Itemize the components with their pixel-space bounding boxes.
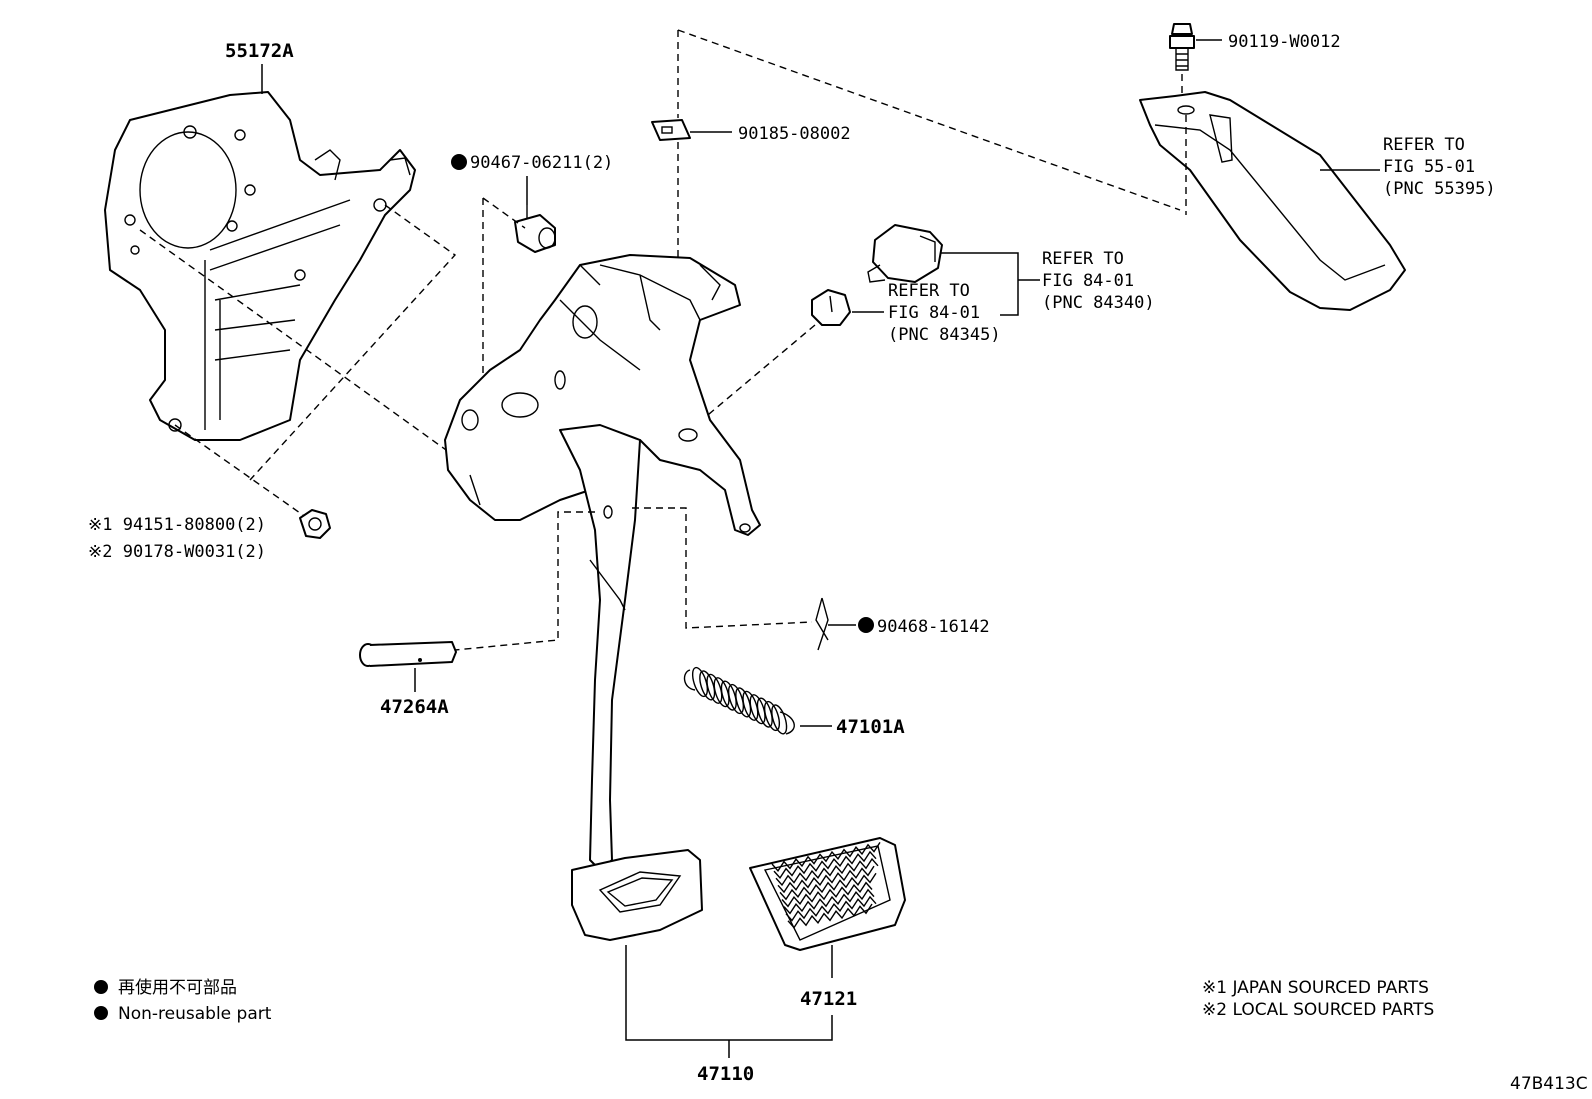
clip-top-drawing xyxy=(651,119,691,141)
label-bolt: 90119-W0012 xyxy=(1228,32,1341,52)
legend-bullet-icon-en xyxy=(94,1006,108,1020)
pedal-support-drawing xyxy=(444,254,761,536)
dash-top-cover xyxy=(677,29,1181,211)
label-pin: 47264A xyxy=(380,696,449,718)
pad-texture-line xyxy=(781,881,873,908)
pad-texture-line xyxy=(777,865,875,894)
pedal-cover-drawing xyxy=(1139,91,1406,311)
legend-bullet-icon-jp xyxy=(94,980,108,994)
label-55172a: 55172A xyxy=(225,40,294,62)
spring-coil xyxy=(713,677,730,708)
pad-texture-line xyxy=(779,872,877,901)
legend-japan-sourced: ※1 JAPAN SOURCED PARTS xyxy=(1202,978,1429,998)
spring-coil xyxy=(699,670,716,701)
pin-drawing xyxy=(359,641,457,667)
spring-coil xyxy=(749,694,766,725)
spring-coil xyxy=(720,680,737,711)
pad-texture-line xyxy=(787,903,873,929)
spring-coil xyxy=(742,690,759,721)
spring-coil xyxy=(727,683,745,715)
refer-55-line1: REFER TO xyxy=(1383,135,1465,155)
refer-84340-line2: FIG 84-01 xyxy=(1042,271,1134,291)
label-nut-2: ※2 90178-W0031(2) xyxy=(88,542,266,562)
refer-84340-line3: (PNC 84340) xyxy=(1042,293,1155,313)
label-pedal: 47110 xyxy=(697,1063,754,1085)
label-bushing: 90467-06211(2) xyxy=(470,153,613,173)
spring-drawing xyxy=(683,666,795,735)
pad-texture-line xyxy=(775,857,879,887)
label-nut-1: ※1 94151-80800(2) xyxy=(88,515,266,535)
legend-jp: 再使用不可部品 xyxy=(118,977,237,998)
dash-bracket-nut xyxy=(249,204,457,481)
bolt-drawing xyxy=(1169,23,1195,71)
pedal-pad-drawing xyxy=(749,837,906,951)
stopper-drawing xyxy=(811,289,851,326)
spring-coil xyxy=(735,687,752,718)
spring-coil xyxy=(756,697,773,728)
dash-pin xyxy=(454,511,595,651)
spring-coil xyxy=(771,704,788,735)
refer-55-line3: (PNC 55395) xyxy=(1383,179,1496,199)
label-clip-r: 90468-16142 xyxy=(877,617,990,637)
label-spring: 47101A xyxy=(836,716,905,738)
refer-55-line2: FIG 55-01 xyxy=(1383,157,1475,177)
bracket-55172a-drawing xyxy=(104,91,416,441)
legend-local-sourced: ※2 LOCAL SOURCED PARTS xyxy=(1202,1000,1434,1020)
refer-84345-line3: (PNC 84345) xyxy=(888,325,1001,345)
clip-r-drawing xyxy=(815,597,829,651)
switch-drawing xyxy=(867,224,943,283)
pedal-pad-arm-drawing xyxy=(571,849,703,941)
nut-drawing xyxy=(299,509,331,539)
spring-coil xyxy=(691,666,709,698)
label-clip-top: 90185-08002 xyxy=(738,124,851,144)
dash-bracket-nut2 xyxy=(174,424,311,521)
pad-texture-line xyxy=(785,895,877,922)
pad-texture-line xyxy=(773,850,877,880)
refer-84345-line2: FIG 84-01 xyxy=(888,303,980,323)
dash-clip-r xyxy=(632,507,813,629)
pad-texture-line xyxy=(771,842,881,872)
legend-en: Non-reusable part xyxy=(118,1004,272,1024)
clip-r-bullet-icon xyxy=(858,617,874,633)
dash-stopper xyxy=(689,324,816,431)
spring-coil xyxy=(706,673,723,704)
bushing-drawing xyxy=(514,205,556,253)
refer-84340-line1: REFER TO xyxy=(1042,249,1124,269)
dash-bracket-arm xyxy=(139,229,461,461)
bushing-bullet-icon xyxy=(451,154,467,170)
pad-texture-line xyxy=(783,888,875,915)
label-pad: 47121 xyxy=(800,988,857,1010)
refer-84345-line1: REFER TO xyxy=(888,281,970,301)
bracket-refer-84 xyxy=(940,252,1019,316)
figure-code: 47B413C xyxy=(1510,1074,1588,1094)
spring-coil xyxy=(763,700,781,732)
